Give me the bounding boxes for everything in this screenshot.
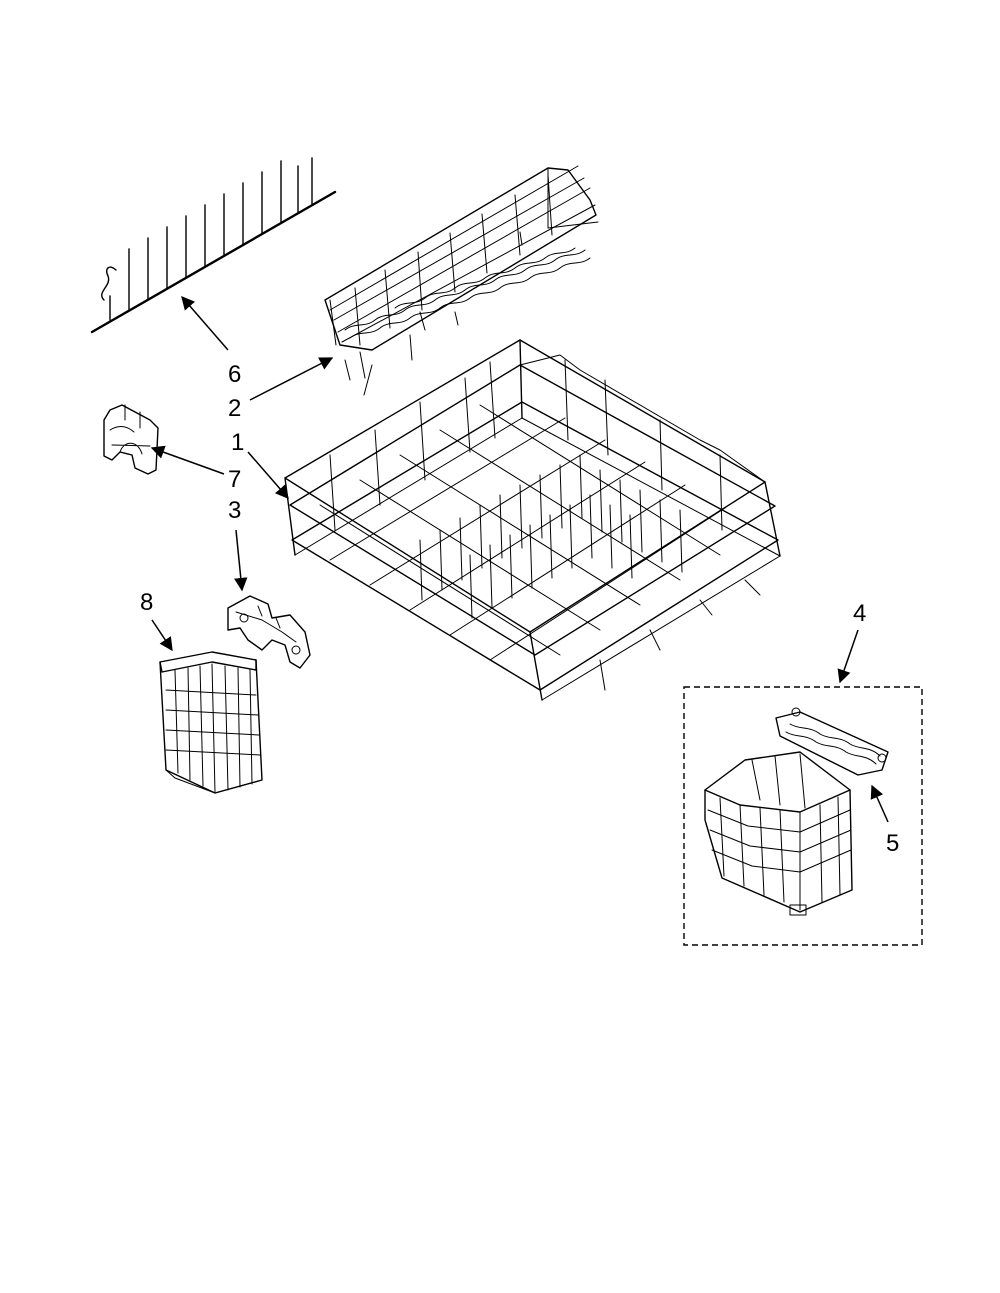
part-3-rack-adjuster (227, 595, 311, 669)
part-6-tine-row (90, 157, 337, 334)
callout-labels: 6 2 1 7 3 8 4 5 (140, 361, 899, 857)
leader-8 (151, 619, 173, 652)
part-2-cup-shelf (324, 165, 599, 396)
leader-7 (150, 445, 225, 475)
leader-2 (249, 357, 334, 401)
callout-6: 6 (228, 361, 241, 388)
callout-5: 5 (886, 830, 899, 857)
leader-3 (234, 529, 248, 592)
callout-4: 4 (853, 600, 866, 627)
leader-5 (870, 784, 889, 823)
part-7-clip (103, 404, 159, 475)
leader-6 (181, 295, 229, 351)
callout-8: 8 (140, 589, 153, 616)
part-4-silverware-basket-group (683, 686, 923, 946)
leader-1 (247, 451, 289, 500)
leader-4 (837, 629, 859, 684)
callout-3: 3 (228, 497, 241, 524)
callout-7: 7 (228, 466, 241, 493)
part-5-basket-lid (775, 707, 889, 776)
part-8-small-basket (159, 651, 263, 794)
part-4-silverware-basket (704, 751, 853, 916)
leader-lines (150, 295, 889, 823)
part-1-dishrack (284, 339, 781, 701)
callout-2: 2 (228, 395, 241, 422)
callout-1: 1 (231, 429, 244, 456)
